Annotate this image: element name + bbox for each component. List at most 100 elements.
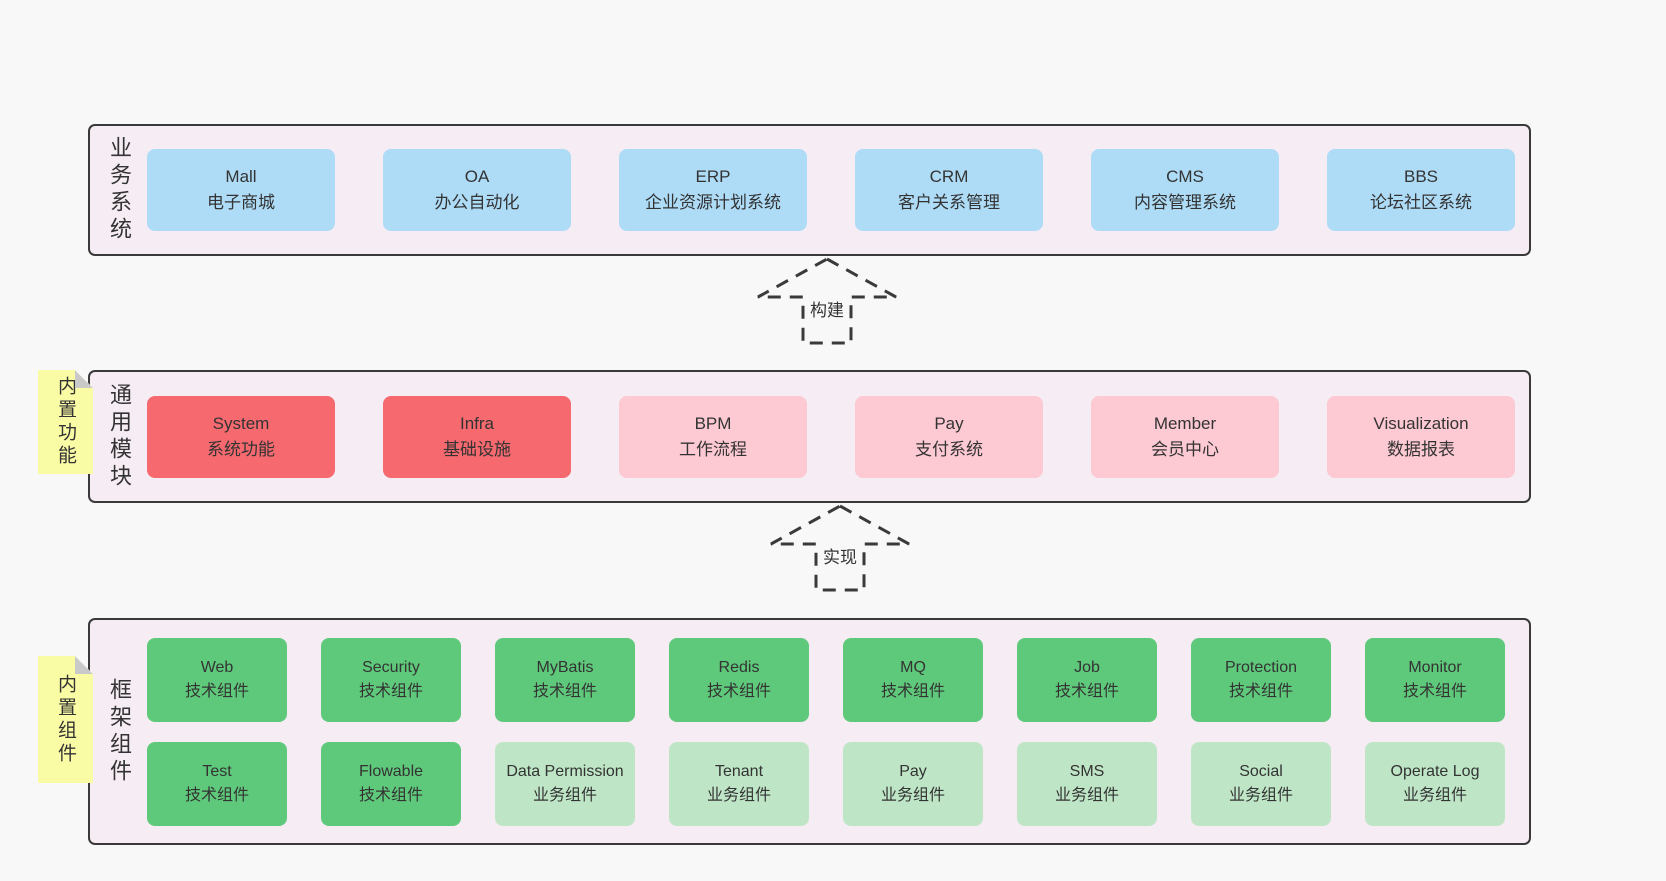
band-label: 框架组件 [107, 677, 132, 786]
box-title: Protection [1224, 658, 1298, 676]
box-web: Web 技术组件 [147, 637, 287, 722]
band-boxes: Mall 电子商城 OA 办公自动化 ERP 企业资源计划系统 CRM 客户关系… [147, 149, 1515, 231]
box-title: Social [1239, 762, 1283, 780]
box-subtitle: 技术组件 [358, 682, 423, 700]
box-subtitle: 业务组件 [532, 786, 597, 804]
box-title: Pay [934, 413, 964, 433]
box-social: Social 业务组件 [1191, 741, 1331, 826]
band-business-systems: 业务系统 Mall 电子商城 OA 办公自动化 ERP 企业资源计划系统 CRM… [88, 124, 1531, 256]
box-member: Member 会员中心 [1091, 395, 1279, 478]
box-subtitle: 工作流程 [679, 439, 747, 459]
box-subtitle: 业务组件 [706, 786, 771, 804]
box-subtitle: 业务组件 [1054, 786, 1119, 804]
box-subtitle: 支付系统 [915, 439, 983, 459]
box-infra: Infra 基础设施 [383, 395, 571, 478]
box-bbs: BBS 论坛社区系统 [1327, 149, 1515, 231]
box-title: MyBatis [536, 658, 594, 676]
box-title: System [212, 413, 270, 433]
box-title: Redis [718, 658, 760, 676]
box-title: Operate Log [1390, 762, 1480, 780]
box-oa: OA 办公自动化 [383, 149, 571, 231]
band-label: 通用模块 [107, 382, 132, 491]
band-common-modules: 通用模块 System 系统功能 Infra 基础设施 BPM 工作流程 Pay… [88, 370, 1531, 503]
box-subtitle: 企业资源计划系统 [645, 193, 781, 212]
band-rows: Web 技术组件 Security 技术组件 MyBatis 技术组件 Redi… [147, 637, 1505, 826]
box-title: ERP [695, 167, 731, 186]
box-mall: Mall 电子商城 [147, 149, 335, 231]
box-crm: CRM 客户关系管理 [855, 149, 1043, 231]
box-subtitle: 技术组件 [1228, 682, 1293, 700]
box-subtitle: 电子商城 [207, 193, 275, 212]
box-subtitle: 技术组件 [532, 682, 597, 700]
arrow-build: 构建 [755, 256, 899, 346]
band-framework-components: 框架组件 Web 技术组件 Security 技术组件 MyBatis 技术组件… [88, 618, 1531, 845]
band-row-2: Test 技术组件 Flowable 技术组件 Data Permission … [147, 741, 1505, 826]
box-title: Pay [899, 762, 927, 780]
arrow-implement: 实现 [768, 503, 912, 593]
box-title: Infra [459, 413, 495, 433]
band-boxes: System 系统功能 Infra 基础设施 BPM 工作流程 Pay 支付系统… [147, 395, 1515, 478]
box-mybatis: MyBatis 技术组件 [495, 637, 635, 722]
box-title: Data Permission [506, 762, 624, 780]
box-title: Test [202, 762, 232, 780]
box-subtitle: 技术组件 [184, 786, 249, 804]
box-tenant: Tenant 业务组件 [669, 741, 809, 826]
box-job: Job 技术组件 [1017, 637, 1157, 722]
box-sms: SMS 业务组件 [1017, 741, 1157, 826]
box-title: MQ [900, 658, 926, 676]
box-flowable: Flowable 技术组件 [321, 741, 461, 826]
sticky-note-built-in-components: 内置组件 [38, 656, 93, 783]
box-pay-system: Pay 支付系统 [855, 395, 1043, 478]
box-subtitle: 数据报表 [1387, 439, 1455, 459]
box-title: OA [464, 167, 490, 186]
box-subtitle: 客户关系管理 [898, 193, 1000, 212]
box-subtitle: 内容管理系统 [1134, 193, 1236, 212]
box-mq: MQ 技术组件 [843, 637, 983, 722]
box-title: Security [362, 658, 420, 676]
box-subtitle: 技术组件 [1402, 682, 1467, 700]
box-subtitle: 技术组件 [358, 786, 423, 804]
box-title: BPM [694, 413, 732, 433]
note-text: 内置功能 [55, 376, 76, 468]
box-title: Mall [225, 167, 257, 186]
box-subtitle: 技术组件 [706, 682, 771, 700]
box-data-permission: Data Permission 业务组件 [495, 741, 635, 826]
box-visualization: Visualization 数据报表 [1327, 395, 1515, 478]
box-title: Web [200, 658, 234, 676]
box-title: CRM [929, 167, 969, 186]
box-title: CMS [1166, 167, 1204, 186]
box-pay-component: Pay 业务组件 [843, 741, 983, 826]
arrow-label: 实现 [820, 543, 860, 568]
box-system: System 系统功能 [147, 395, 335, 478]
box-redis: Redis 技术组件 [669, 637, 809, 722]
box-subtitle: 基础设施 [443, 439, 511, 459]
box-cms: CMS 内容管理系统 [1091, 149, 1279, 231]
box-title: Visualization [1373, 413, 1469, 433]
box-subtitle: 技术组件 [1054, 682, 1119, 700]
box-subtitle: 会员中心 [1151, 439, 1219, 459]
box-title: Monitor [1408, 658, 1462, 676]
box-title: Flowable [358, 762, 424, 780]
box-test: Test 技术组件 [147, 741, 287, 826]
sticky-note-built-in-functions: 内置功能 [38, 370, 93, 474]
box-subtitle: 业务组件 [880, 786, 945, 804]
box-title: Tenant [714, 762, 764, 780]
box-bpm: BPM 工作流程 [619, 395, 807, 478]
box-operate-log: Operate Log 业务组件 [1365, 741, 1505, 826]
box-subtitle: 技术组件 [880, 682, 945, 700]
band-row-1: Web 技术组件 Security 技术组件 MyBatis 技术组件 Redi… [147, 637, 1505, 722]
box-subtitle: 业务组件 [1228, 786, 1293, 804]
box-subtitle: 论坛社区系统 [1370, 193, 1472, 212]
box-title: BBS [1403, 167, 1439, 186]
box-security: Security 技术组件 [321, 637, 461, 722]
box-subtitle: 业务组件 [1402, 786, 1467, 804]
arrow-label: 构建 [807, 296, 847, 321]
box-title: Member [1153, 413, 1217, 433]
box-erp: ERP 企业资源计划系统 [619, 149, 807, 231]
box-subtitle: 办公自动化 [434, 193, 520, 212]
box-subtitle: 系统功能 [207, 439, 275, 459]
box-title: SMS [1069, 762, 1105, 780]
band-label: 业务系统 [107, 136, 132, 244]
box-monitor: Monitor 技术组件 [1365, 637, 1505, 722]
